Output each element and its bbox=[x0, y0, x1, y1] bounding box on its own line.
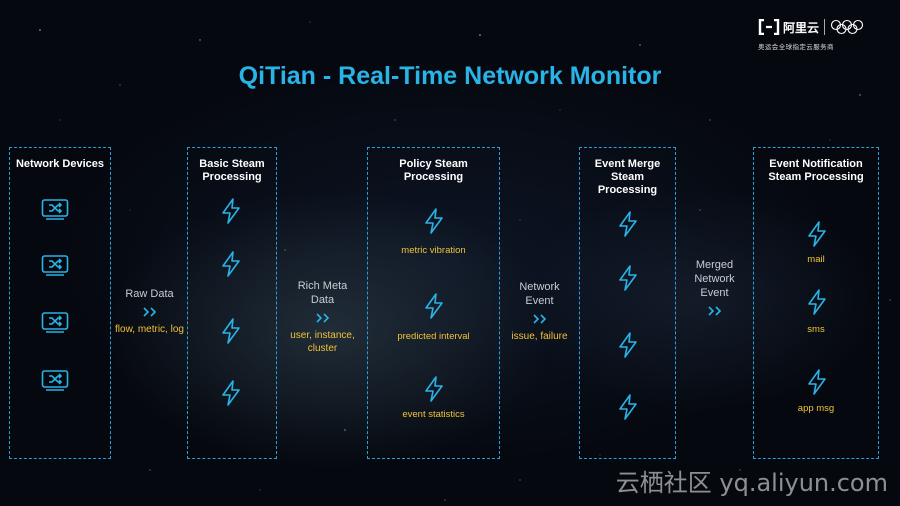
connector-label: Rich Meta Data bbox=[297, 280, 348, 306]
olympic-rings-icon bbox=[830, 19, 864, 35]
double-chevron-right-icon bbox=[315, 313, 329, 323]
page-title: QiTian - Real-Time Network Monitor bbox=[238, 62, 662, 90]
column-event-merge-steam-processing: Event Merge Steam Processing bbox=[579, 147, 676, 459]
double-chevron-right-icon bbox=[707, 306, 721, 316]
lightning-icon bbox=[222, 251, 240, 277]
network-switch-icon bbox=[41, 199, 69, 220]
connector-rich-meta-data: Rich Meta Data user, instance, cluster bbox=[278, 279, 367, 355]
policy-item-label: metric vibration bbox=[401, 245, 466, 256]
column-title: Basic Steam Processing bbox=[199, 158, 265, 183]
double-chevron-right-icon bbox=[532, 314, 546, 324]
lightning-icon bbox=[222, 198, 240, 224]
connector-label: Raw Data bbox=[125, 288, 174, 300]
network-switch-icon bbox=[41, 255, 69, 276]
column-basic-steam-processing: Basic Steam Processing bbox=[187, 147, 277, 459]
connector-label: Merged Network Event bbox=[694, 259, 735, 299]
logo-brand: 阿里云 bbox=[783, 20, 820, 35]
lightning-icon bbox=[619, 265, 637, 291]
lightning-icon bbox=[619, 211, 637, 237]
lightning-icon bbox=[808, 369, 826, 395]
connector-label: Network Event bbox=[519, 281, 560, 307]
connector-sublabel: user, instance, cluster bbox=[290, 330, 355, 354]
double-chevron-right-icon bbox=[142, 307, 156, 317]
lightning-icon bbox=[619, 332, 637, 358]
aliyun-logo: 阿里云 奥运会全球指定云服务商 bbox=[758, 16, 888, 54]
lightning-icon bbox=[808, 289, 826, 315]
column-title: Network Devices bbox=[15, 158, 105, 170]
column-network-devices: Network Devices bbox=[9, 147, 111, 459]
lightning-icon bbox=[808, 221, 826, 247]
notification-channel-label: sms bbox=[807, 324, 825, 335]
network-switch-icon bbox=[41, 370, 69, 391]
watermark: 云栖社区 yq.aliyun.com bbox=[615, 469, 888, 497]
logo-tagline: 奥运会全球指定云服务商 bbox=[758, 43, 834, 51]
connector-merged-network-event: Merged Network Event bbox=[676, 258, 753, 322]
notification-channel-label: app msg bbox=[797, 403, 835, 414]
lightning-icon bbox=[222, 380, 240, 406]
lightning-icon bbox=[425, 376, 443, 402]
column-title: Policy Steam Processing bbox=[399, 158, 468, 183]
connector-network-event: Network Event issue, failure bbox=[500, 280, 579, 343]
column-title: Event Notification Steam Processing bbox=[768, 158, 864, 183]
column-title: Event Merge Steam Processing bbox=[594, 158, 661, 196]
connector-sublabel: issue, failure bbox=[511, 331, 568, 342]
lightning-icon bbox=[425, 293, 443, 319]
column-event-notification-steam-processing: Event Notification Steam Processing mail… bbox=[753, 147, 879, 459]
policy-item-label: event statistics bbox=[402, 409, 465, 420]
policy-item-label: predicted interval bbox=[397, 331, 470, 342]
lightning-icon bbox=[619, 394, 637, 420]
lightning-icon bbox=[425, 208, 443, 234]
connector-sublabel: flow, metric, log bbox=[115, 324, 184, 335]
notification-channel-label: mail bbox=[807, 254, 825, 265]
connector-raw-data: Raw Data flow, metric, log bbox=[111, 287, 188, 336]
network-switch-icon bbox=[41, 312, 69, 333]
lightning-icon bbox=[222, 318, 240, 344]
column-policy-steam-processing: Policy Steam Processing metric vibration… bbox=[367, 147, 500, 459]
aliyun-mark-icon bbox=[758, 19, 780, 35]
